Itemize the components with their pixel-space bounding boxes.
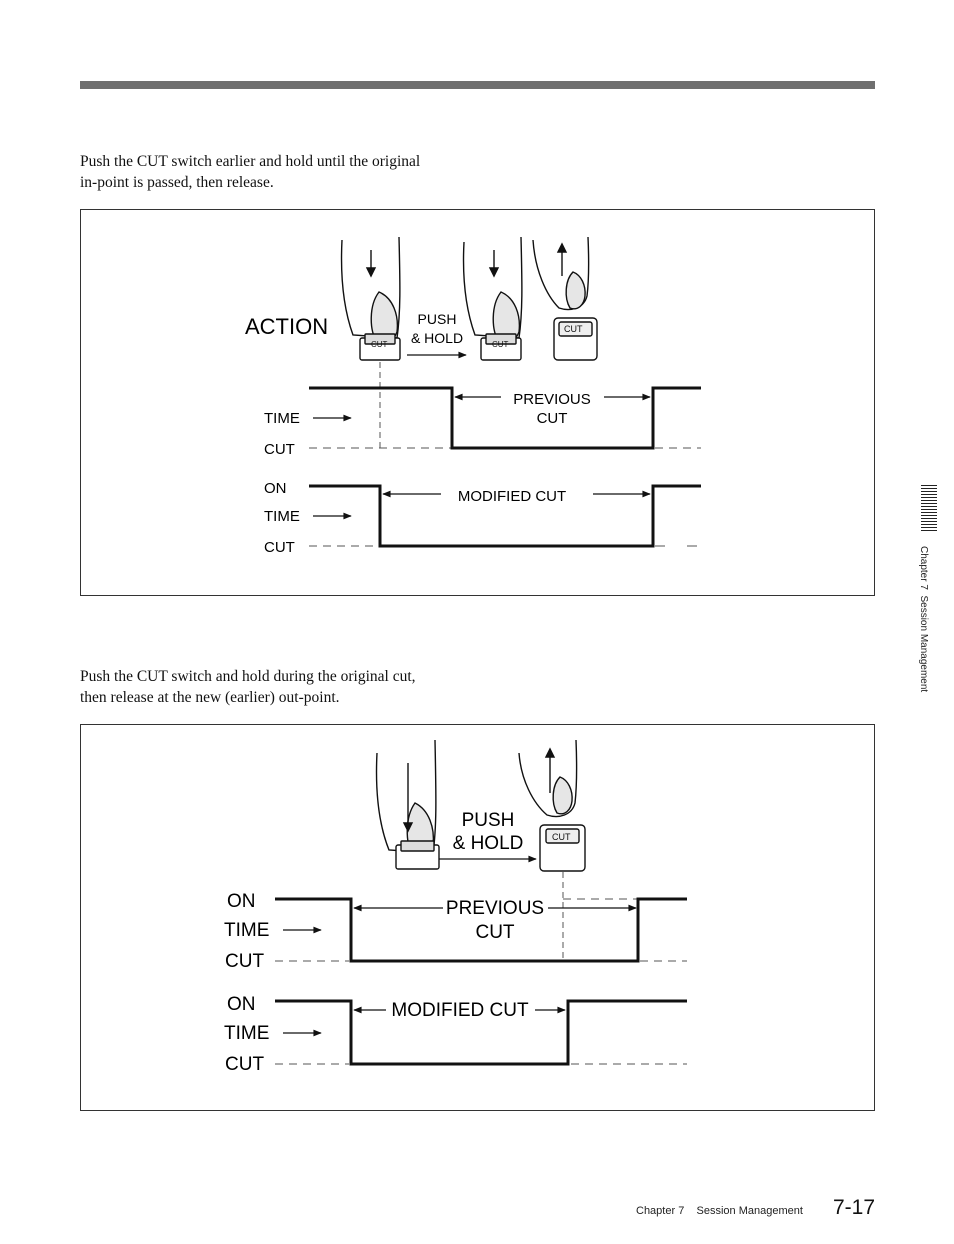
modified-cut-label: MODIFIED CUT [458, 488, 566, 505]
on-label: ON [227, 891, 256, 912]
paragraph-line: Push the CUT switch earlier and hold unt… [80, 153, 421, 170]
push-label: PUSH [418, 311, 457, 327]
finger-press-icon: CUT [340, 236, 401, 361]
cut-button-label: CUT [492, 340, 509, 349]
header-rule [80, 81, 875, 89]
cut-label: CUT [225, 951, 264, 972]
action-label: ACTION [245, 314, 328, 339]
cut-label: CUT [264, 539, 295, 556]
hold-label: & HOLD [411, 330, 463, 346]
paragraph-line: Push the CUT switch and hold during the … [80, 668, 416, 685]
figure-in-point-diagram: ACTION CUT CUT [80, 209, 875, 596]
finger-hold-icon: CUT [462, 236, 523, 361]
cut-label: CUT [225, 1054, 264, 1075]
timing-diagram: ACTION CUT CUT [245, 236, 701, 556]
previous-cut-label: CUT [475, 922, 514, 943]
paragraph-line: in-point is passed, then release. [80, 174, 274, 191]
modified-cut-label: MODIFIED CUT [391, 1000, 529, 1021]
on-label: ON [264, 480, 287, 497]
figure-out-point-diagram: CUT PUSH & HOLD ON TIME CUT PREVIOUS CUT… [80, 724, 875, 1111]
page-number: 7-17 [833, 1196, 876, 1219]
time-label: TIME [224, 920, 269, 941]
push-label: PUSH [462, 810, 515, 831]
cut-button-label: CUT [552, 832, 571, 842]
time-label: TIME [264, 410, 300, 427]
previous-cut-label: PREVIOUS [513, 391, 591, 408]
side-chapter-label: Chapter 7 Session Management [918, 546, 929, 693]
paragraph-line: then release at the new (earlier) out-po… [80, 689, 340, 706]
previous-cut-label: CUT [537, 410, 568, 427]
paragraph-earlier-in-point: Push the CUT switch earlier and hold unt… [80, 151, 420, 193]
timing-diagram: CUT PUSH & HOLD ON TIME CUT PREVIOUS CUT… [224, 739, 687, 1075]
finger-release-icon: CUT [518, 739, 586, 872]
cut-button-label: CUT [371, 340, 388, 349]
previous-cut-label: PREVIOUS [446, 898, 544, 919]
hold-label: & HOLD [453, 833, 524, 854]
paragraph-earlier-out-point: Push the CUT switch and hold during the … [80, 666, 416, 708]
on-label: ON [227, 994, 256, 1015]
time-label: TIME [264, 508, 300, 525]
finger-release-icon: CUT [532, 236, 598, 361]
time-label: TIME [224, 1023, 269, 1044]
chapter-thumb-tab [921, 485, 937, 533]
finger-press-icon [375, 739, 440, 870]
footer-chapter-label: Chapter 7 Session Management [636, 1205, 803, 1217]
cut-label: CUT [264, 441, 295, 458]
cut-button-label: CUT [564, 324, 583, 334]
